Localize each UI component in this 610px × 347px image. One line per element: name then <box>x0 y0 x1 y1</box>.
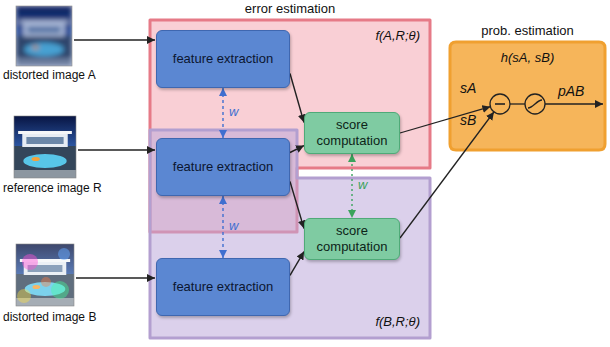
weight-sharing-link <box>222 196 223 258</box>
box-label: feature extraction <box>173 279 273 295</box>
score-computation-box: score computation <box>304 112 400 154</box>
score-wire <box>400 112 494 238</box>
illustration-rect <box>16 6 72 66</box>
box-label: score computation <box>311 117 393 148</box>
feature-extraction-box: feature extraction <box>156 138 290 196</box>
signal-name: pAB <box>558 83 584 100</box>
output-arrow <box>545 103 603 104</box>
image-caption: distorted image B <box>3 310 96 324</box>
input-arrow <box>76 277 155 278</box>
edge-label: w <box>229 104 238 120</box>
subtract-symbol <box>490 94 510 114</box>
function-label: f(B,R;θ) <box>375 314 420 330</box>
distorted-image-b <box>16 244 74 306</box>
sigmoid-curve <box>528 100 542 108</box>
box-label: feature extraction <box>173 159 273 175</box>
input-arrow <box>78 149 155 150</box>
box-label: feature extraction <box>173 51 273 67</box>
illustration-circle <box>22 254 38 270</box>
data-flow-arrow <box>290 252 304 276</box>
feature-extraction-box: feature extraction <box>156 30 290 88</box>
signal-name: sB <box>460 112 476 129</box>
data-flow-arrow <box>290 146 304 153</box>
illustration-circle <box>17 289 31 303</box>
input-arrow <box>74 39 155 40</box>
box-label: score computation <box>311 223 393 254</box>
image-frame <box>16 244 74 306</box>
score-computation-box: score computation <box>304 218 400 260</box>
illustration-use <box>14 116 76 178</box>
weight-sharing-link <box>222 88 223 138</box>
feature-extraction-box: feature extraction <box>156 258 290 316</box>
image-frame <box>16 6 72 66</box>
weight-sharing-link <box>351 154 352 218</box>
image-caption: reference image R <box>3 181 102 195</box>
illustration-circle <box>51 281 69 299</box>
data-flow-arrow <box>290 74 304 123</box>
edge-label: w <box>358 177 367 193</box>
signal-name: sA <box>460 80 476 97</box>
distorted-image-a <box>16 6 72 66</box>
function-label: f(A,R;θ) <box>375 28 420 44</box>
region-heading: prob. estimation <box>450 23 605 39</box>
illustration-use <box>16 6 72 66</box>
region-heading: error estimation <box>150 1 430 17</box>
score-wire <box>400 107 490 133</box>
illustration-circle <box>41 277 51 287</box>
data-flow-arrow <box>290 182 304 229</box>
edge-label: w <box>229 218 238 234</box>
function-label: h(sA, sB) <box>450 50 605 66</box>
illustration-rect <box>16 244 74 306</box>
minus-sign <box>495 103 505 105</box>
region-outline-path <box>150 130 430 338</box>
image-frame <box>14 116 76 178</box>
wire <box>510 103 525 104</box>
reference-image <box>14 116 76 178</box>
illustration-use <box>16 244 74 306</box>
sigmoid-symbol <box>525 94 545 114</box>
image-caption: distorted image A <box>3 68 96 82</box>
region-outline-path <box>450 42 605 150</box>
illustration-circle <box>58 248 70 260</box>
